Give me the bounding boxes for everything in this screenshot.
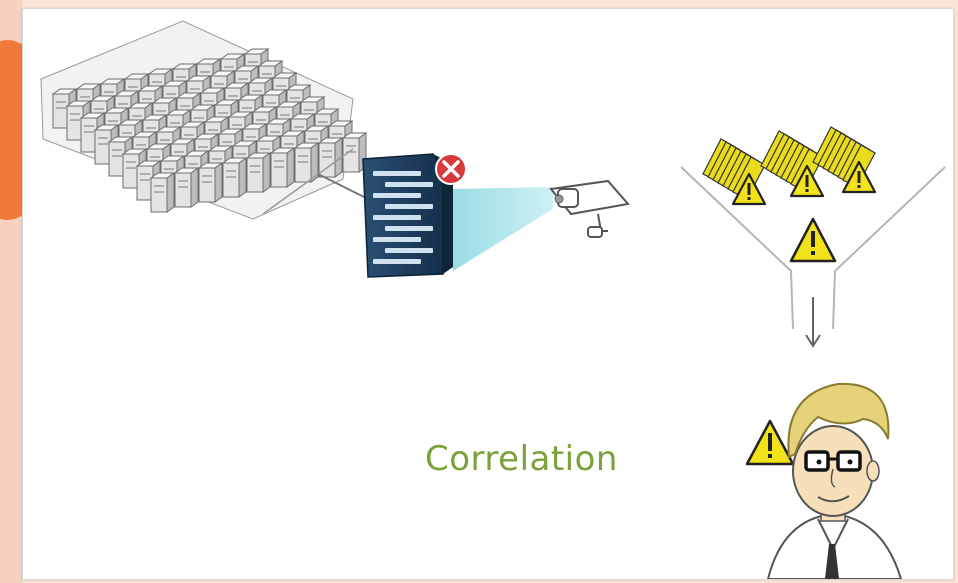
firewall-port-row (385, 226, 433, 231)
server-unit (317, 137, 344, 178)
server-unit (149, 172, 176, 213)
down-arrow-icon (805, 297, 821, 348)
server-unit (341, 132, 368, 173)
firewall-port-row (373, 215, 421, 220)
alert-pile (812, 126, 877, 194)
alert-pile (760, 130, 825, 198)
caption-correlation: Correlation (425, 439, 618, 479)
alert-pile (702, 138, 767, 206)
firewall-port-row (373, 259, 421, 264)
camera-beam (453, 187, 553, 271)
firewall-port-row (385, 204, 433, 209)
server-unit (269, 147, 296, 188)
server-base-line (262, 148, 354, 215)
warning-triangle-icon (702, 126, 877, 206)
server-unit (221, 157, 248, 198)
error-x-icon (435, 153, 467, 185)
firewall-port-row (385, 182, 433, 187)
slide-canvas: Correlation (22, 8, 954, 580)
firewall-port-row (373, 171, 421, 176)
server-unit (293, 142, 320, 183)
server-unit (197, 162, 224, 203)
firewall-port-row (373, 193, 421, 198)
server-unit (245, 152, 272, 193)
diagram-canvas (40, 20, 946, 579)
funnel-icon (680, 166, 946, 330)
firewall-ports (373, 171, 433, 264)
firewall-port-row (385, 248, 433, 253)
security-camera-icon (549, 179, 630, 238)
warning-triangle-icon (745, 419, 795, 466)
server-unit (173, 167, 200, 208)
network-cable (317, 173, 369, 200)
analyst-person-icon (766, 382, 903, 579)
server-unit (65, 100, 92, 141)
warning-triangle-icon (789, 217, 837, 263)
server-grid (51, 48, 368, 213)
server-rack-icon (40, 20, 368, 220)
firewall-port-row (373, 237, 421, 242)
